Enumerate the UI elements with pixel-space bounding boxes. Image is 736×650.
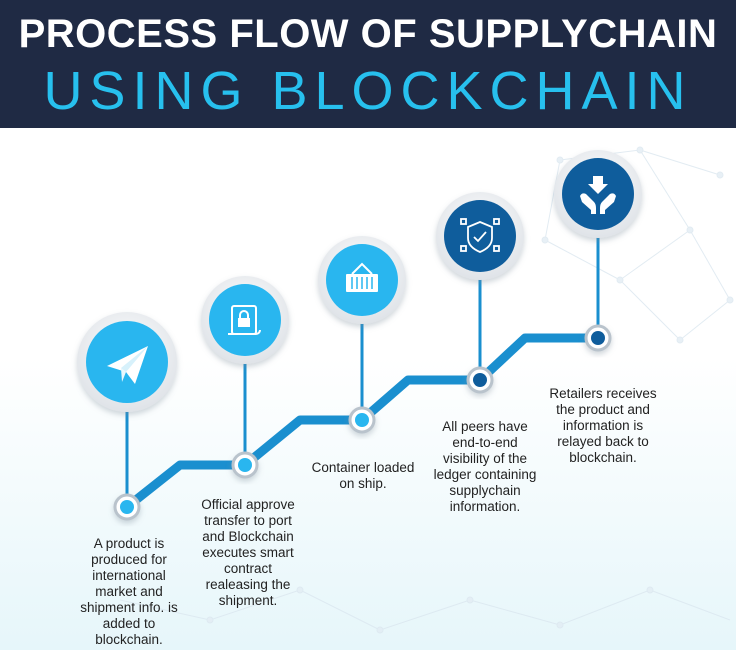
step-2-dot [238,458,252,472]
background-network [119,146,734,634]
step-2 [201,276,289,479]
shipping-container-icon [346,262,378,292]
header-banner: PROCESS FLOW OF SUPPLYCHAIN USING BLOCKC… [0,0,736,128]
hands-receive-icon [580,176,616,214]
step-1-dot [120,500,134,514]
step-2-description: Official approve transfer to port and Bl… [201,497,295,608]
step-4-description: All peers have end-to-end visibility of … [433,419,537,514]
step-5-dot [591,331,605,345]
step-3-dot [355,413,369,427]
network-shield-icon [460,218,500,253]
step-4 [436,192,524,394]
step-1-description: A product is produced for international … [80,536,178,647]
step-3 [318,236,406,434]
title-line-1: PROCESS FLOW OF SUPPLYCHAIN [18,12,718,56]
step-4-dot [473,373,487,387]
step-5 [554,150,642,352]
step-3-description: Container loaded on ship. [311,460,415,491]
scroll-lock-icon [228,305,261,335]
step-4-badge [444,200,516,272]
step-1 [77,312,177,521]
process-flow-diagram [77,146,734,634]
paper-plane-icon [107,346,148,384]
step-5-description: Retailers receives the product and infor… [549,386,657,465]
title-line-2: USING BLOCKCHAIN [43,61,693,121]
